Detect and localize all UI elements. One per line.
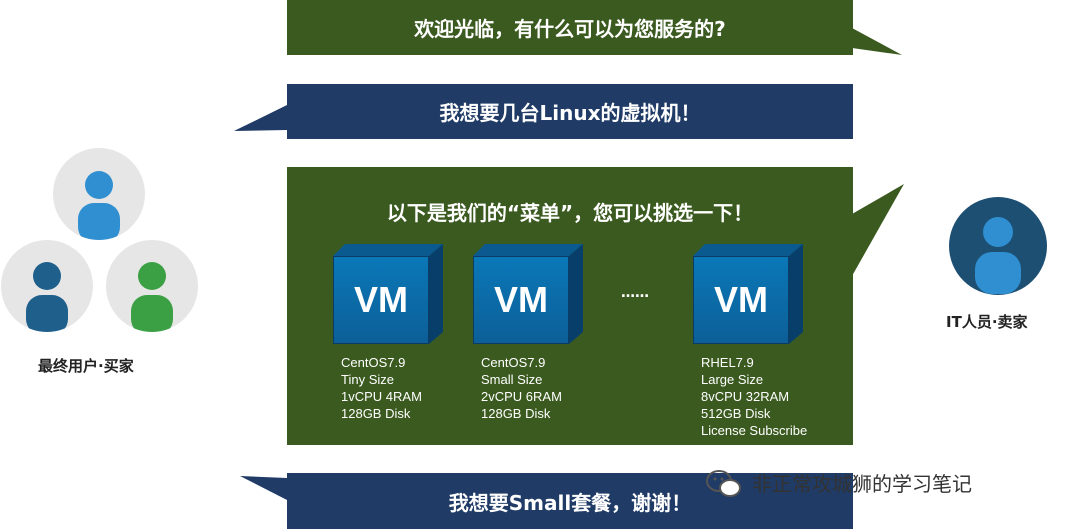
spec-line: 128GB Disk: [341, 406, 411, 421]
vm-cube-icon[interactable]: VM: [693, 244, 803, 344]
request-text: 我想要几台Linux的虚拟机！: [439, 101, 701, 125]
greeting-bubble-tail: [852, 28, 902, 55]
spec-line: 2vCPU 6RAM: [481, 389, 562, 404]
spec-line: 512GB Disk: [701, 406, 771, 421]
menu-intro-text: 以下是我们的“菜单”，您可以挑选一下！: [386, 201, 754, 225]
user-avatar-icon: [106, 240, 198, 332]
greeting-bubble: 欢迎光临，有什么可以为您服务的?: [287, 0, 853, 55]
spec-line: Tiny Size: [341, 372, 394, 387]
user-avatar-icon: [949, 197, 1047, 295]
spec-line: 8vCPU 32RAM: [701, 389, 790, 404]
request-bubble-tail: [234, 105, 287, 131]
menu-bubble: 以下是我们的“菜单”，您可以挑选一下！ VM CentOS7.9 Tiny Si…: [287, 167, 853, 445]
vm-cube-icon[interactable]: VM: [473, 244, 583, 344]
choice-bubble-tail: [240, 476, 287, 500]
wechat-icon: [706, 470, 741, 497]
vm-icon-label: VM: [473, 256, 569, 344]
spec-line: 128GB Disk: [481, 406, 551, 421]
vm-icon-label: VM: [693, 256, 789, 344]
watermark-text: 非正常攻城狮的学习笔记: [752, 472, 972, 496]
vm-icon-label: VM: [333, 256, 429, 344]
spec-line: 1vCPU 4RAM: [341, 389, 422, 404]
user-avatar-icon: [1, 240, 93, 332]
seller-label: IT人员·卖家: [946, 313, 1028, 331]
spec-line: Large Size: [701, 372, 764, 387]
user-avatar-icon: [53, 148, 145, 240]
menu-ellipsis: ……: [621, 285, 649, 301]
request-bubble: 我想要几台Linux的虚拟机！: [287, 84, 853, 139]
spec-line: CentOS7.9: [341, 355, 406, 370]
greeting-text: 欢迎光临，有什么可以为您服务的?: [414, 17, 726, 41]
choice-text: 我想要Small套餐，谢谢！: [448, 490, 692, 515]
spec-line: Small Size: [481, 372, 543, 387]
choice-bubble: 我想要Small套餐，谢谢！: [287, 473, 853, 529]
spec-line: RHEL7.9: [701, 355, 754, 370]
vm-cube-icon[interactable]: VM: [333, 244, 443, 344]
buyer-label: 最终用户·买家: [38, 357, 134, 375]
vm-spec-small: CentOS7.9 Small Size 2vCPU 6RAM 128GB Di…: [481, 354, 562, 422]
vm-spec-tiny: CentOS7.9 Tiny Size 1vCPU 4RAM 128GB Dis…: [341, 354, 422, 422]
menu-bubble-tail: [852, 184, 904, 276]
vm-spec-large: RHEL7.9 Large Size 8vCPU 32RAM 512GB Dis…: [701, 354, 807, 439]
buyer-group-avatars: [1, 148, 198, 332]
spec-line: License Subscribe: [701, 423, 808, 438]
spec-line: CentOS7.9: [481, 355, 546, 370]
